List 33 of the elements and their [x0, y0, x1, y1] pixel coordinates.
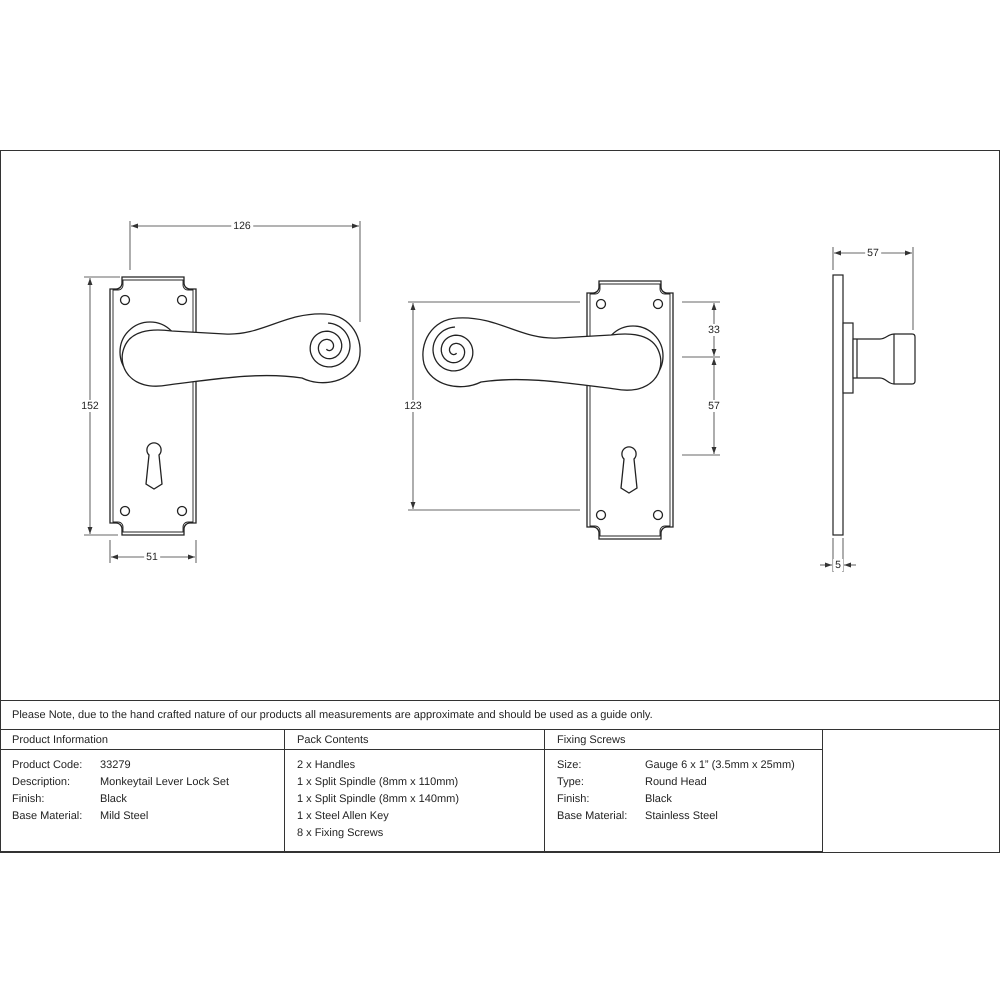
pack-item: 1 x Split Spindle (8mm x 140mm): [297, 792, 460, 806]
spec-label: Finish:: [557, 792, 590, 806]
table-header: Fixing Screws: [557, 734, 626, 746]
dimension-label: 5: [833, 559, 843, 571]
pack-item: 1 x Steel Allen Key: [297, 809, 390, 823]
spec-label: Finish:: [12, 792, 46, 806]
spec-label: Base Material:: [12, 809, 84, 823]
dimension-label: 123: [402, 400, 424, 412]
pack-item: 8 x Fixing Screws: [297, 826, 384, 840]
pack-item: 2 x Handles: [297, 758, 356, 772]
dimension-label: 152: [79, 400, 101, 412]
dimension-label: 33: [706, 324, 722, 336]
spec-value: 33279: [100, 758, 132, 772]
spec-value: Gauge 6 x 1” (3.5mm x 25mm): [645, 758, 796, 772]
dimension-label: 51: [144, 551, 160, 563]
dimension-label: 57: [865, 247, 881, 259]
dimension-label: 126: [231, 220, 253, 232]
spec-label: Size:: [557, 758, 582, 772]
table-header: Product Information: [12, 734, 108, 746]
spec-value: Stainless Steel: [645, 809, 719, 823]
table-header: Pack Contents: [297, 734, 369, 746]
spec-value: Mild Steel: [100, 809, 150, 823]
note-text: Please Note, due to the hand crafted nature of our products all measurements are approximate and should be used as a guide only.: [12, 709, 653, 721]
spec-label: Type:: [557, 775, 585, 789]
spec-value: Round Head: [645, 775, 708, 789]
spec-value: Black: [100, 792, 128, 806]
spec-label: Description:: [12, 775, 72, 789]
spec-value: Monkeytail Lever Lock Set: [100, 775, 230, 789]
spec-label: Product Code:: [12, 758, 84, 772]
spec-value: Black: [645, 792, 673, 806]
spec-label: Base Material:: [557, 809, 628, 823]
pack-item: 1 x Split Spindle (8mm x 110mm): [297, 775, 460, 789]
dimension-label: 57: [706, 400, 722, 412]
